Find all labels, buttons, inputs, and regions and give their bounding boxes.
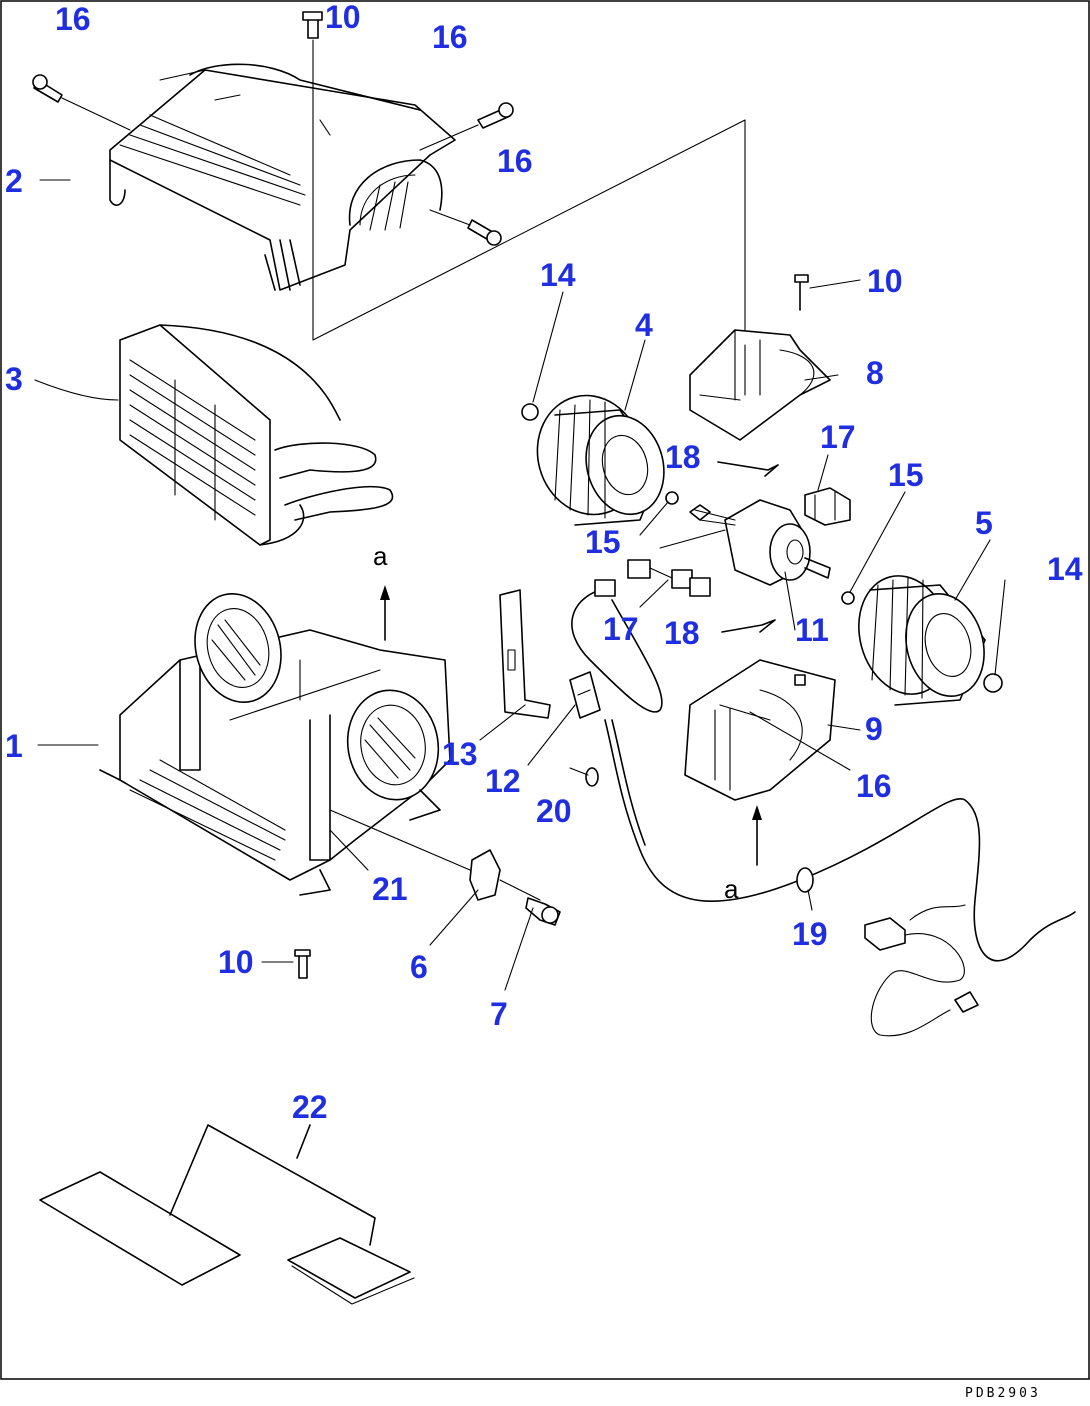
callout-18-b: 18 (664, 615, 700, 651)
part-clamp (329, 809, 541, 901)
screw-16-b (419, 102, 514, 151)
part-heater-core (119, 324, 394, 546)
callout-5: 5 (975, 505, 993, 541)
callout-16-b: 16 (432, 19, 468, 55)
leader-lines (34, 179, 1006, 991)
callout-17-b: 17 (603, 611, 639, 647)
grommet-19 (796, 867, 814, 893)
screw-16-c (429, 209, 502, 246)
callout-2: 2 (5, 163, 23, 199)
screw-16-a (32, 74, 131, 131)
callout-21: 21 (372, 871, 408, 907)
part-housing-lower (684, 659, 836, 801)
arrow-a-bottom: a (724, 805, 762, 904)
part-cover (109, 63, 456, 291)
part-screw-7 (525, 897, 561, 926)
callout-14-a: 14 (540, 257, 576, 293)
callouts: 16 10 16 16 2 14 10 4 8 3 17 18 15 5 15 … (5, 0, 1083, 1125)
drawing-code: PDB2903 (965, 1386, 1041, 1401)
callout-16-c: 16 (497, 143, 533, 179)
washer-15-left (665, 491, 679, 505)
callout-10-b: 10 (867, 263, 903, 299)
callout-1: 1 (5, 728, 23, 764)
washer-15-right (841, 591, 855, 605)
connector-plug (864, 917, 906, 951)
callout-13: 13 (442, 736, 478, 772)
wire-harness (571, 579, 1076, 1037)
connector-17-top (804, 487, 851, 526)
part-resistor (569, 671, 601, 719)
callout-17-a: 17 (820, 419, 856, 455)
callout-15-a: 15 (888, 457, 924, 493)
callout-8: 8 (866, 355, 884, 391)
callout-3: 3 (5, 361, 23, 397)
part-case (99, 592, 451, 896)
callout-18-a: 18 (665, 439, 701, 475)
arrow-a-top: a (373, 541, 390, 641)
callout-19: 19 (792, 916, 828, 952)
callout-9: 9 (865, 711, 883, 747)
callout-16-a: 16 (55, 1, 91, 37)
nut-14-right (983, 673, 1003, 693)
label-a-bottom: a (724, 874, 739, 904)
callout-15-b: 15 (585, 524, 621, 560)
part-housing-upper (689, 274, 831, 441)
callout-4: 4 (635, 307, 653, 343)
part-fan-right (841, 575, 1003, 706)
callout-6: 6 (410, 949, 428, 985)
part-bracket (499, 589, 551, 719)
clip-18-top (717, 461, 779, 477)
callout-10-a: 10 (325, 0, 361, 35)
clip-18-bottom (721, 619, 776, 633)
part-fan-left (521, 394, 679, 526)
nut-14-left (521, 403, 539, 421)
screw-10-bottom (294, 949, 311, 979)
label-a-top: a (373, 541, 388, 571)
part-motor (659, 499, 831, 586)
callout-20: 20 (536, 793, 572, 829)
connector-17-mid (627, 559, 711, 597)
callout-11: 11 (795, 612, 829, 648)
callout-16-d: 16 (856, 768, 892, 804)
callout-10-c: 10 (218, 944, 254, 980)
callout-7: 7 (490, 996, 508, 1032)
callout-12: 12 (485, 763, 521, 799)
callout-22: 22 (292, 1089, 328, 1125)
callout-14-b: 14 (1047, 551, 1083, 587)
part-sheets (39, 1124, 415, 1305)
screw-10-top (302, 11, 746, 341)
screw-20 (569, 767, 599, 787)
